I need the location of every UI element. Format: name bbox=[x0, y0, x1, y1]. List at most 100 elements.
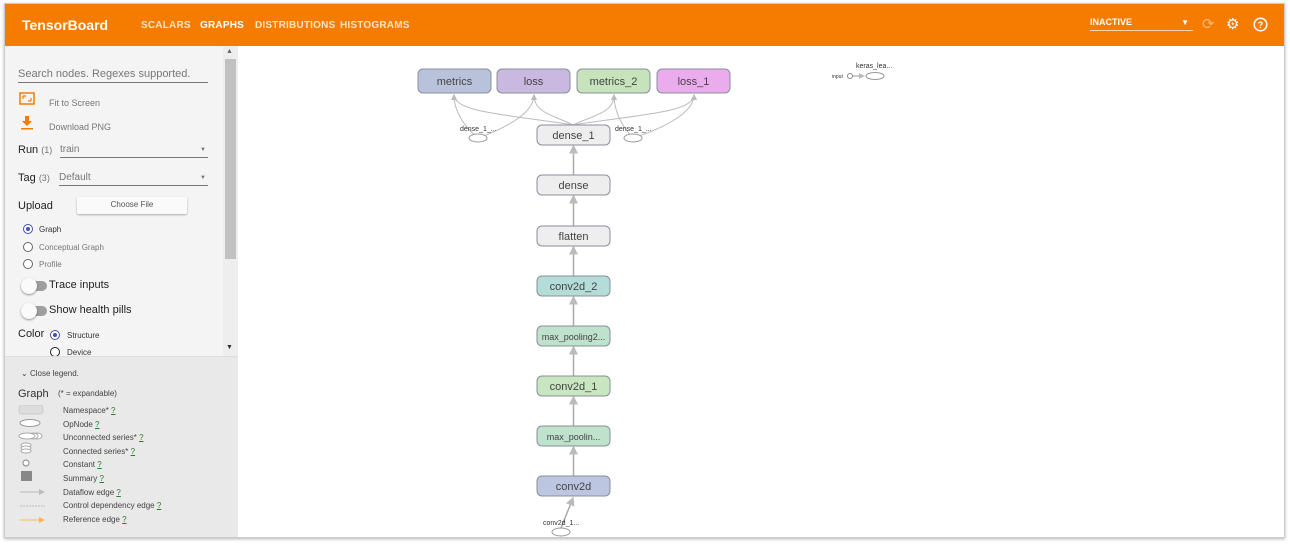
legend-item: Constant ? bbox=[63, 460, 102, 470]
graph-node-flatten[interactable]: flatten bbox=[536, 225, 611, 247]
fit-to-screen-button[interactable]: Fit to Screen bbox=[49, 98, 101, 108]
help-icon[interactable]: ? bbox=[1253, 17, 1268, 32]
legend-help-link[interactable]: ? bbox=[111, 406, 116, 415]
op-node[interactable]: conv2d_1... bbox=[543, 520, 579, 537]
color-label: Color bbox=[18, 328, 45, 340]
trace-inputs-toggle[interactable] bbox=[21, 278, 47, 294]
graph-node-conv2d_1[interactable]: conv2d_1 bbox=[536, 375, 611, 397]
download-icon[interactable] bbox=[21, 116, 33, 130]
reference-edge-icon bbox=[20, 517, 45, 523]
legend-item: Control dependency edge ? bbox=[63, 501, 162, 511]
graph-node-loss_1[interactable]: loss_1 bbox=[656, 68, 731, 94]
run-state-value: INACTIVE bbox=[1090, 17, 1133, 27]
legend-item: Unconnected series* ? bbox=[63, 433, 144, 443]
mode-conceptual-radio[interactable] bbox=[23, 242, 33, 252]
tag-label: Tag (3) bbox=[18, 172, 50, 184]
legend-item: Reference edge ? bbox=[63, 514, 127, 524]
graph-node-dense_1[interactable]: dense_1 bbox=[536, 124, 611, 146]
upload-label: Upload bbox=[18, 200, 53, 212]
legend-symbols bbox=[18, 405, 45, 523]
legend-help-link[interactable]: ? bbox=[130, 446, 136, 456]
node-label: loss_1 bbox=[678, 76, 710, 88]
graph-node-dense[interactable]: dense bbox=[536, 174, 611, 196]
op-node[interactable]: dense_1_... bbox=[615, 126, 652, 143]
legend-help-link[interactable]: ? bbox=[99, 474, 104, 483]
gear-icon[interactable]: ⚙ bbox=[1226, 16, 1240, 33]
mode-profile-label: Profile bbox=[39, 260, 62, 269]
op-label: conv2d_1... bbox=[543, 520, 579, 527]
graph-node-loss[interactable]: loss bbox=[496, 68, 571, 94]
unconnected-series-icon bbox=[18, 432, 43, 440]
op-label: dense_1_... bbox=[615, 126, 652, 133]
op-node[interactable]: dense_1_... bbox=[460, 126, 497, 143]
svg-text:keras_lea...: keras_lea... bbox=[856, 63, 892, 70]
dataflow-edge bbox=[560, 496, 575, 529]
graph-node-metrics[interactable]: metrics bbox=[417, 68, 492, 94]
mode-graph-radio[interactable] bbox=[23, 224, 33, 234]
svg-text:input: input bbox=[832, 74, 843, 80]
tab-scalars[interactable]: SCALARS bbox=[141, 20, 191, 31]
node-label: dense_1 bbox=[552, 130, 594, 142]
node-label: conv2d_1 bbox=[550, 381, 598, 393]
node-label: metrics bbox=[437, 76, 473, 88]
run-label: Run (1) bbox=[18, 144, 53, 156]
legend-item: OpNode ? bbox=[63, 419, 100, 429]
dataflow-edge bbox=[477, 94, 537, 139]
tab-graphs[interactable]: GRAPHS bbox=[200, 20, 244, 31]
sidebar: Search nodes. Regexes supported. Fit to … bbox=[5, 46, 238, 357]
legend-panel: ⌄ Close legend. Graph (* = expandable) N… bbox=[5, 356, 238, 537]
sidebar-scrollbar[interactable]: ▲▼ bbox=[223, 46, 238, 356]
download-png-button[interactable]: Download PNG bbox=[49, 122, 112, 132]
opnode-symbol-icon bbox=[19, 419, 41, 427]
legend-help-link[interactable]: ? bbox=[116, 487, 121, 497]
health-pills-toggle[interactable] bbox=[21, 303, 47, 319]
fit-screen-icon[interactable] bbox=[19, 92, 35, 105]
choose-file-button[interactable]: Choose File bbox=[77, 197, 187, 214]
run-select[interactable]: train▼ bbox=[60, 144, 208, 158]
node-label: dense bbox=[559, 180, 589, 192]
color-structure-label: Structure bbox=[67, 331, 100, 340]
svg-text:?: ? bbox=[1258, 20, 1264, 30]
legend-help-link[interactable]: ? bbox=[139, 433, 144, 443]
tab-histograms[interactable]: HISTOGRAMS bbox=[340, 20, 410, 31]
node-label: max_pooling2... bbox=[542, 332, 606, 342]
graph-node-max_pooling2[interactable]: max_pooling2... bbox=[536, 325, 611, 347]
close-legend-button[interactable]: ⌄ Close legend. bbox=[21, 369, 79, 378]
legend-help-link[interactable]: ? bbox=[95, 419, 100, 429]
graph-node-max_poolin[interactable]: max_poolin... bbox=[536, 425, 611, 447]
keras-learning-phase-node[interactable]: keras_lea...input bbox=[832, 63, 892, 80]
node-label: conv2d_2 bbox=[550, 281, 598, 293]
mode-conceptual-label: Conceptual Graph bbox=[39, 243, 104, 252]
graph-node-conv2d_2[interactable]: conv2d_2 bbox=[536, 275, 611, 297]
chevron-down-icon: ▼ bbox=[1181, 18, 1189, 27]
node-label: max_poolin... bbox=[547, 432, 601, 442]
graph-node-conv2d[interactable]: conv2d bbox=[536, 475, 611, 497]
legend-title: Graph bbox=[18, 388, 49, 400]
node-label: metrics_2 bbox=[590, 76, 638, 88]
graph-node-metrics_2[interactable]: metrics_2 bbox=[576, 68, 651, 94]
top-bar: TensorBoard SCALARS GRAPHS DISTRIBUTIONS… bbox=[5, 4, 1284, 46]
dataflow-edge bbox=[451, 94, 574, 126]
legend-help-link[interactable]: ? bbox=[122, 514, 127, 524]
node-label: loss bbox=[524, 76, 544, 88]
search-input[interactable]: Search nodes. Regexes supported. bbox=[18, 68, 208, 83]
legend-item: Summary ? bbox=[63, 474, 104, 483]
mode-profile-radio[interactable] bbox=[23, 259, 33, 269]
legend-help-link[interactable]: ? bbox=[97, 460, 102, 470]
color-structure-radio[interactable] bbox=[50, 330, 60, 340]
tag-select[interactable]: Default▼ bbox=[59, 172, 208, 186]
legend-item: Dataflow edge ? bbox=[63, 487, 121, 497]
node-label: conv2d bbox=[556, 481, 591, 493]
tab-distributions[interactable]: DISTRIBUTIONS bbox=[255, 20, 336, 31]
legend-note: (* = expandable) bbox=[58, 389, 117, 398]
color-device-label: Device bbox=[67, 348, 92, 357]
brand: TensorBoard bbox=[22, 17, 109, 33]
mode-graph-label: Graph bbox=[39, 225, 62, 234]
constant-symbol-icon bbox=[22, 459, 30, 467]
namespace-symbol-icon bbox=[18, 405, 44, 415]
legend-help-link[interactable]: ? bbox=[156, 501, 162, 511]
dataflow-edge bbox=[572, 94, 617, 126]
run-state-select[interactable]: INACTIVE ▼ bbox=[1090, 17, 1193, 31]
refresh-icon[interactable]: ⟳ bbox=[1202, 16, 1215, 33]
